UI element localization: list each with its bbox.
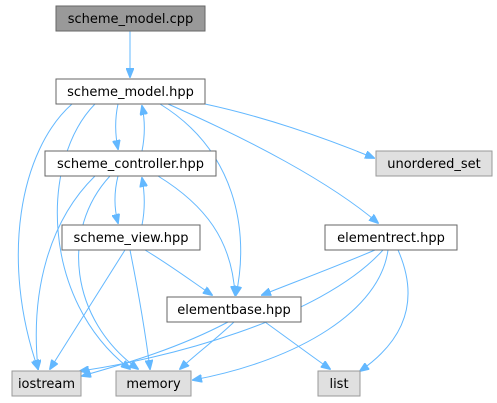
edge-elementbase-hpp-to-list	[264, 321, 330, 369]
node-box	[55, 78, 206, 105]
node-scheme-model-cpp: scheme_model.cpp	[55, 5, 206, 32]
edge-scheme-controller-hpp-to-scheme-model-hpp	[142, 106, 144, 152]
edge-scheme-model-hpp-to-scheme-controller-hpp	[116, 103, 118, 149]
node-scheme-view-hpp[interactable]: scheme_view.hpp	[61, 224, 201, 251]
edge-elementrect-hpp-to-iostream	[80, 249, 384, 371]
node-label: unordered_set	[387, 157, 480, 172]
node-label: elementrect.hpp	[337, 231, 445, 246]
nodes-layer: scheme_model.cpp scheme_model.hpp scheme_c…	[11, 5, 493, 397]
edge-scheme-view-hpp-to-elementbase-hpp	[144, 249, 212, 295]
node-label: scheme_view.hpp	[74, 231, 189, 246]
edge-scheme-model-hpp-to-iostream	[17, 103, 73, 369]
node-box	[61, 224, 201, 251]
edge-scheme-model-hpp-to-unordered-set	[204, 103, 374, 158]
node-box	[317, 370, 361, 397]
node-list[interactable]: list	[317, 370, 361, 397]
edge-scheme-view-hpp-to-scheme-controller-hpp	[142, 178, 144, 226]
node-scheme-model-hpp[interactable]: scheme_model.hpp	[55, 78, 206, 105]
node-box	[324, 224, 458, 251]
node-elementrect-hpp[interactable]: elementrect.hpp	[324, 224, 458, 251]
edge-scheme-model-hpp-to-elementrect-hpp	[167, 103, 378, 223]
node-scheme-controller-hpp[interactable]: scheme_controller.hpp	[44, 150, 217, 177]
edges-layer	[17, 31, 409, 380]
edge-scheme-view-hpp-to-iostream	[50, 249, 126, 369]
edge-scheme-model-hpp-to-elementbase-hpp	[159, 103, 241, 295]
edge-elementbase-hpp-to-iostream	[82, 321, 229, 376]
edge-scheme-controller-hpp-to-scheme-view-hpp	[115, 175, 118, 223]
edge-elementbase-hpp-to-memory	[180, 321, 235, 369]
node-box	[44, 150, 217, 177]
edge-scheme-controller-hpp-to-iostream	[36, 175, 96, 369]
node-box	[115, 370, 192, 397]
node-elementbase-hpp[interactable]: elementbase.hpp	[166, 296, 302, 323]
edge-scheme-view-hpp-to-memory	[129, 249, 150, 369]
node-label: iostream	[18, 377, 75, 392]
node-label: memory	[126, 377, 181, 392]
edge-elementrect-hpp-to-list	[360, 249, 409, 371]
node-box	[375, 150, 493, 177]
node-box	[55, 5, 206, 32]
edge-scheme-model-hpp-to-memory	[56, 103, 130, 369]
node-unordered-set[interactable]: unordered_set	[375, 150, 493, 177]
node-label: scheme_model.cpp	[68, 12, 194, 27]
node-label: elementbase.hpp	[177, 303, 290, 318]
node-label: list	[329, 377, 348, 392]
node-memory[interactable]: memory	[115, 370, 192, 397]
node-iostream[interactable]: iostream	[11, 370, 82, 397]
node-label: scheme_model.hpp	[67, 85, 194, 100]
edge-scheme-controller-hpp-to-elementbase-hpp	[157, 175, 235, 295]
edge-scheme-controller-hpp-to-memory	[78, 175, 138, 369]
node-box	[166, 296, 302, 323]
edge-elementrect-hpp-to-elementbase-hpp	[262, 249, 376, 295]
node-box	[11, 370, 82, 397]
node-label: scheme_controller.hpp	[57, 157, 204, 172]
edge-elementrect-hpp-to-memory	[193, 249, 389, 380]
